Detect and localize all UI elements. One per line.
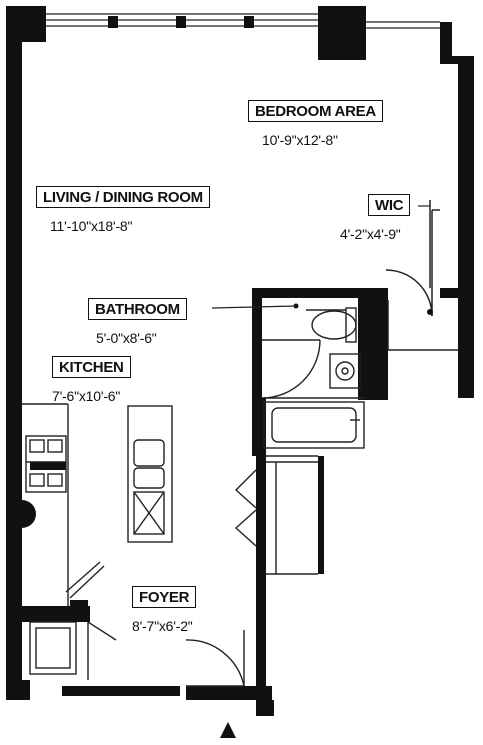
wall-niche: [22, 500, 36, 528]
kitchen-dims: 7'-6"x10'-6": [52, 388, 121, 404]
bathroom-label: BATHROOM: [88, 298, 187, 320]
entry-arrow-icon: [220, 722, 236, 738]
hall-closet: [234, 455, 318, 575]
wic-label: WIC: [368, 194, 411, 216]
bathroom-dims: 5'-0"x8'-6": [96, 330, 157, 346]
wic-closet: [385, 200, 458, 351]
kitchen-divider-wall: [70, 600, 88, 622]
bedroom-dims: 10'-9"x12'-8": [262, 132, 338, 148]
kitchen-label: KITCHEN: [52, 356, 131, 378]
top-window: [46, 13, 440, 29]
kitchen-fixtures: [22, 403, 245, 687]
wic-dims: 4'-2"x4'-9": [340, 226, 401, 242]
range-knobs: [30, 462, 66, 470]
exterior-walls: [6, 6, 474, 716]
living-dims: 11'-10"x18'-8": [50, 218, 133, 234]
window-mullions: [108, 16, 254, 28]
wic-door-handle: [427, 309, 433, 315]
foyer-label: FOYER: [132, 586, 197, 608]
foyer-dims: 8'-7"x6'-2": [132, 618, 193, 634]
bathroom-fixtures: [261, 307, 365, 449]
bedroom-label: BEDROOM AREA: [248, 100, 383, 122]
living-label: LIVING / DINING ROOM: [36, 186, 210, 208]
bathroom-leader: [211, 305, 297, 309]
